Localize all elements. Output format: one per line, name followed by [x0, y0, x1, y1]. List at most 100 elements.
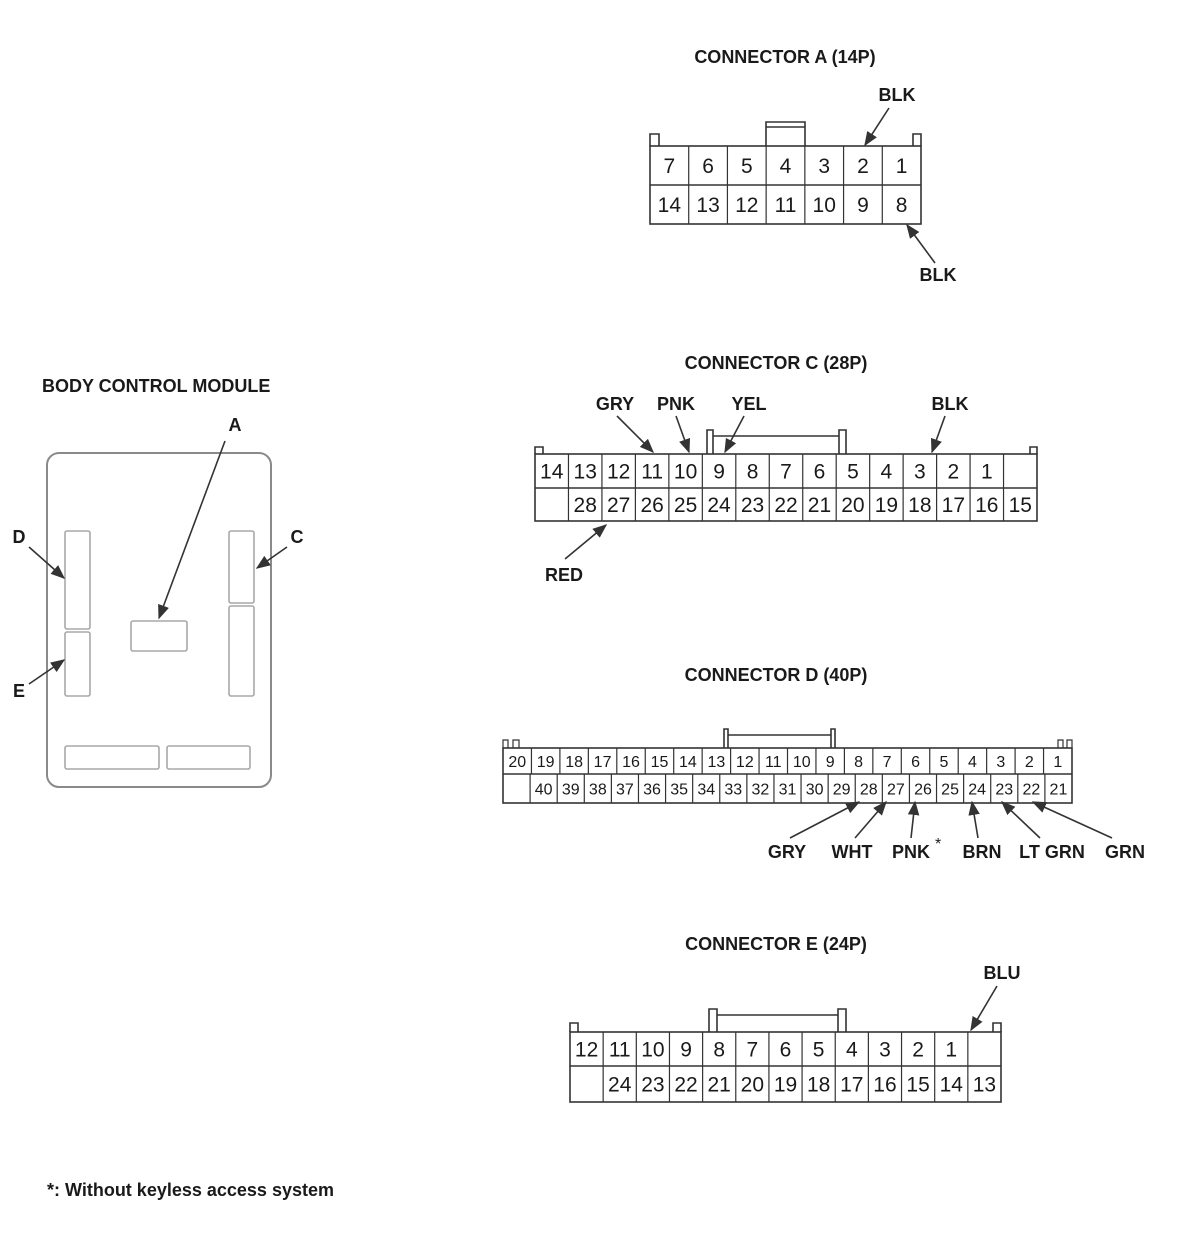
connector-d-pin-21: 21 [1050, 781, 1068, 798]
connector-d-pin-34: 34 [697, 781, 715, 798]
connector-e-lock [708, 1008, 847, 1032]
connector-c-pin-1: 1 [981, 461, 993, 484]
connector-c-arrow-pin9 [724, 415, 745, 454]
connector-c-pin-12: 12 [607, 461, 630, 484]
connector-d-tabs [502, 739, 1073, 748]
module-socket-bottom-left [64, 745, 160, 770]
connector-d-arrow-pin22 [1031, 801, 1113, 839]
connector-e-pin-23: 23 [641, 1074, 664, 1097]
connector-a-pin-7: 7 [664, 155, 676, 178]
connector-c-pin-28: 28 [574, 494, 597, 517]
connector-e-pin-13: 13 [973, 1074, 996, 1097]
connector-d-arrow-pin26 [907, 800, 920, 839]
connector-d-pin-2: 2 [1025, 754, 1034, 771]
connector-c-tabs [534, 446, 1038, 454]
connector-d-pin-24: 24 [968, 781, 986, 798]
connector-d-pin-30: 30 [806, 781, 824, 798]
connector-c-pin-20: 20 [841, 494, 864, 517]
connector-a-lock [765, 121, 806, 146]
module-label-e: E [13, 681, 25, 701]
connector-e-pin-4: 4 [846, 1039, 858, 1062]
connector-d-pin-11: 11 [765, 754, 782, 771]
connector-d-wire-pnk: PNK [892, 842, 930, 862]
connector-d-pin-36: 36 [643, 781, 661, 798]
connector-c-pin-8: 8 [747, 461, 759, 484]
connector-a-pin-12: 12 [735, 194, 758, 217]
connector-e-pin-20: 20 [741, 1074, 764, 1097]
connector-d-pin-3: 3 [996, 754, 1005, 771]
connector-d-pin-15: 15 [651, 754, 669, 771]
connector-c-wire-gry: GRY [596, 394, 634, 414]
module-arrow-e [28, 659, 66, 685]
connector-c-pin-16: 16 [975, 494, 998, 517]
connector-e-pin-17: 17 [840, 1074, 863, 1097]
connector-d-pin-38: 38 [589, 781, 607, 798]
connector-d-pin-23: 23 [995, 781, 1013, 798]
connector-c-pin-25: 25 [674, 494, 697, 517]
connector-d-pin-8: 8 [854, 754, 863, 771]
connector-c-pin-4: 4 [881, 461, 893, 484]
connector-c-wire-blk: BLK [932, 394, 969, 414]
connector-a-pin-11: 11 [775, 194, 797, 217]
connector-d-wire-lt-grn: LT GRN [1019, 842, 1085, 862]
connector-d-pin-27: 27 [887, 781, 905, 798]
connector-c-pin-6: 6 [814, 461, 826, 484]
module-socket-d [64, 530, 91, 630]
connector-a-pin-9: 9 [857, 194, 869, 217]
module-socket-unlabeled [228, 605, 255, 697]
connector-a-arrow-pin2 [864, 107, 890, 147]
connector-c-pin-22: 22 [774, 494, 797, 517]
connector-d-pin-31: 31 [779, 781, 797, 798]
connector-a-pin-5: 5 [741, 155, 753, 178]
connector-d-pin-12: 12 [736, 754, 754, 771]
connector-c-pin-7: 7 [780, 461, 792, 484]
connector-c-arrow-pin3 [930, 415, 946, 454]
connector-d-wire-brn: BRN [963, 842, 1002, 862]
connector-d-pin-16: 16 [622, 754, 640, 771]
connector-e-pin-15: 15 [906, 1074, 929, 1097]
connector-d-arrow-pin28 [789, 801, 861, 839]
connector-e-pin-6: 6 [780, 1039, 792, 1062]
connector-c-pin-23: 23 [741, 494, 764, 517]
connector-c-wire-red: RED [545, 565, 583, 585]
connector-c-pin-5: 5 [847, 461, 859, 484]
connector-c-pin-18: 18 [908, 494, 931, 517]
connector-a-arrow-pin8 [906, 223, 936, 264]
connector-c-pin-24: 24 [707, 494, 731, 517]
connector-e-pin-10: 10 [641, 1039, 664, 1062]
module-arrow-a [158, 440, 226, 620]
connector-d-pin-9: 9 [826, 754, 835, 771]
connector-e-tabs [569, 1022, 1002, 1032]
connector-e-pin-16: 16 [873, 1074, 896, 1097]
connector-e-pin-11: 11 [609, 1039, 631, 1062]
connector-c-wire-yel: YEL [731, 394, 766, 414]
connector-c-pin-19: 19 [875, 494, 898, 517]
connector-d-pin-40: 40 [535, 781, 553, 798]
connector-e-pin-19: 19 [774, 1074, 797, 1097]
connector-e-pin-18: 18 [807, 1074, 830, 1097]
connector-d-pin-20: 20 [508, 754, 526, 771]
connector-d-pin-13: 13 [707, 754, 725, 771]
connector-d-lock [723, 728, 836, 748]
connector-e-pin-9: 9 [680, 1039, 692, 1062]
connector-e-pin-12: 12 [575, 1039, 598, 1062]
module-title: BODY CONTROL MODULE [42, 376, 270, 396]
connector-d-pin-4: 4 [968, 754, 977, 771]
connector-a-pin-3: 3 [818, 155, 830, 178]
connector-e-title: CONNECTOR E (24P) [685, 934, 867, 954]
connector-d-pin-7: 7 [883, 754, 892, 771]
connector-c-pin-26: 26 [640, 494, 663, 517]
connector-d-pin-19: 19 [537, 754, 555, 771]
connector-d-wire-pnk-mark: * [935, 836, 941, 853]
footnote: *: Without keyless access system [47, 1180, 334, 1200]
connector-c-pin-10: 10 [674, 461, 697, 484]
module-socket-bottom-right [166, 745, 251, 770]
connector-d-pin-25: 25 [941, 781, 959, 798]
connector-d-pin-6: 6 [911, 754, 920, 771]
